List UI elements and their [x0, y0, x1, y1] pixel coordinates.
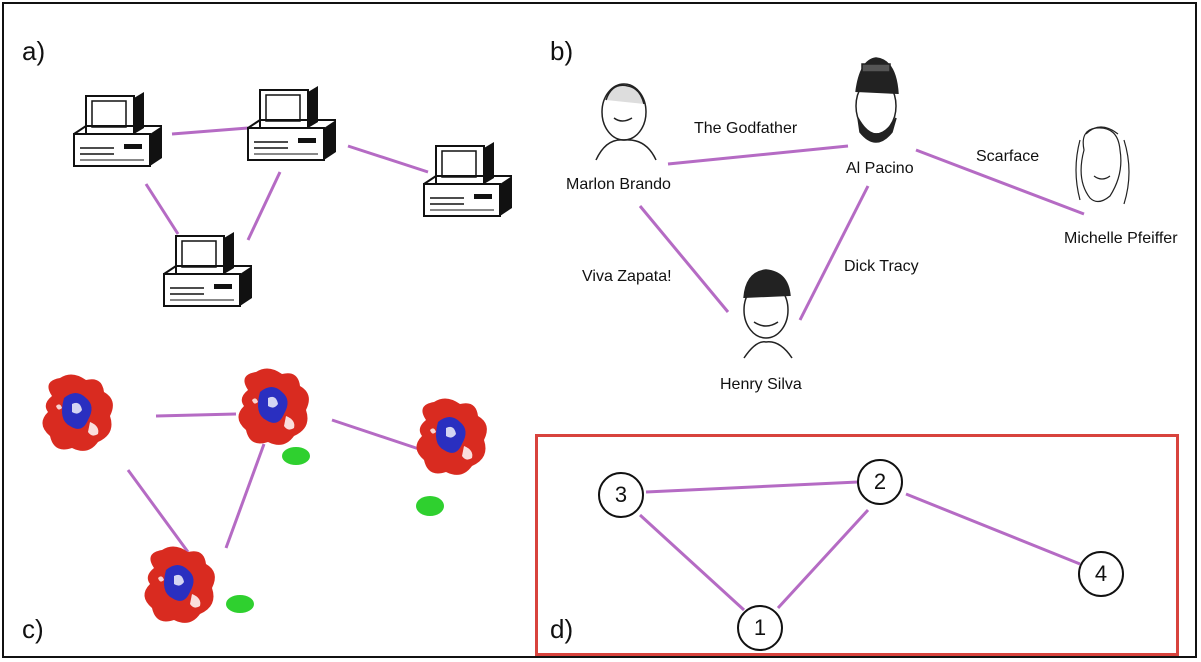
- panel-label-d: d): [550, 614, 574, 644]
- protein-structure-icon: [416, 398, 487, 475]
- protein-structure-icon: [238, 368, 309, 445]
- edge-pacino-pfeiffer: [915, 148, 1085, 216]
- panel-label-c: c): [22, 614, 44, 644]
- edge-c-p1-p3: [126, 469, 190, 553]
- protein-green-patch: [282, 447, 310, 465]
- edge-d-2-4: [905, 492, 1081, 566]
- protein-structure-icon: [144, 546, 215, 623]
- actor-portrait-icon: [1075, 126, 1130, 205]
- network-b-edges: [638, 144, 1085, 321]
- edge-brando-pacino: [667, 144, 849, 166]
- graph-node-3: 3: [598, 472, 644, 518]
- edge-a-c2-c4: [347, 144, 429, 174]
- panel-label-b: b): [550, 36, 574, 66]
- edge-label-zapata: Viva Zapata!: [582, 268, 672, 285]
- actor-name-brando: Marlon Brando: [566, 176, 671, 193]
- network-c-edges: [126, 412, 429, 553]
- graph-node-4: 4: [1078, 551, 1124, 597]
- computer-icon: [163, 231, 253, 307]
- edge-a-c2-c3: [246, 171, 282, 241]
- panel-label-a: a): [22, 36, 46, 66]
- edge-label-scarface: Scarface: [976, 148, 1040, 165]
- abstract-graph-box: [535, 434, 1179, 656]
- actor-portrait-icon: [855, 57, 899, 143]
- edge-c-p2-p3: [224, 443, 266, 549]
- edge-d-3-1: [638, 513, 746, 612]
- edge-a-c1-c3: [144, 183, 180, 235]
- protein-green-patch: [226, 595, 254, 613]
- computer-icon: [73, 91, 163, 167]
- edge-d-2-1: [776, 508, 870, 610]
- actor-name-silva: Henry Silva: [720, 376, 802, 393]
- edge-a-c1-c2: [171, 126, 249, 136]
- actor-portrait-icon: [743, 269, 793, 359]
- computer-icon: [423, 141, 513, 217]
- edge-label-godfather: The Godfather: [694, 120, 798, 137]
- edge-brando-silva: [638, 205, 730, 313]
- network-a-edges: [144, 126, 429, 241]
- computer-icon: [247, 85, 337, 161]
- actor-name-pfeiffer: Michelle Pfeiffer: [1064, 230, 1178, 247]
- edge-c-p2-p4: [331, 418, 429, 454]
- graph-node-1: 1: [737, 605, 783, 651]
- actor-portrait-icon: [595, 83, 657, 161]
- graph-node-2: 2: [857, 459, 903, 505]
- edge-pacino-silva: [798, 185, 870, 321]
- protein-structure-icon: [42, 374, 113, 451]
- edge-c-p1-p2: [155, 412, 237, 418]
- actor-name-pacino: Al Pacino: [846, 160, 914, 177]
- edge-d-3-2: [645, 480, 859, 494]
- network-d-edges: [638, 480, 1081, 612]
- edge-label-tracy: Dick Tracy: [844, 258, 919, 275]
- protein-green-patch: [416, 496, 444, 516]
